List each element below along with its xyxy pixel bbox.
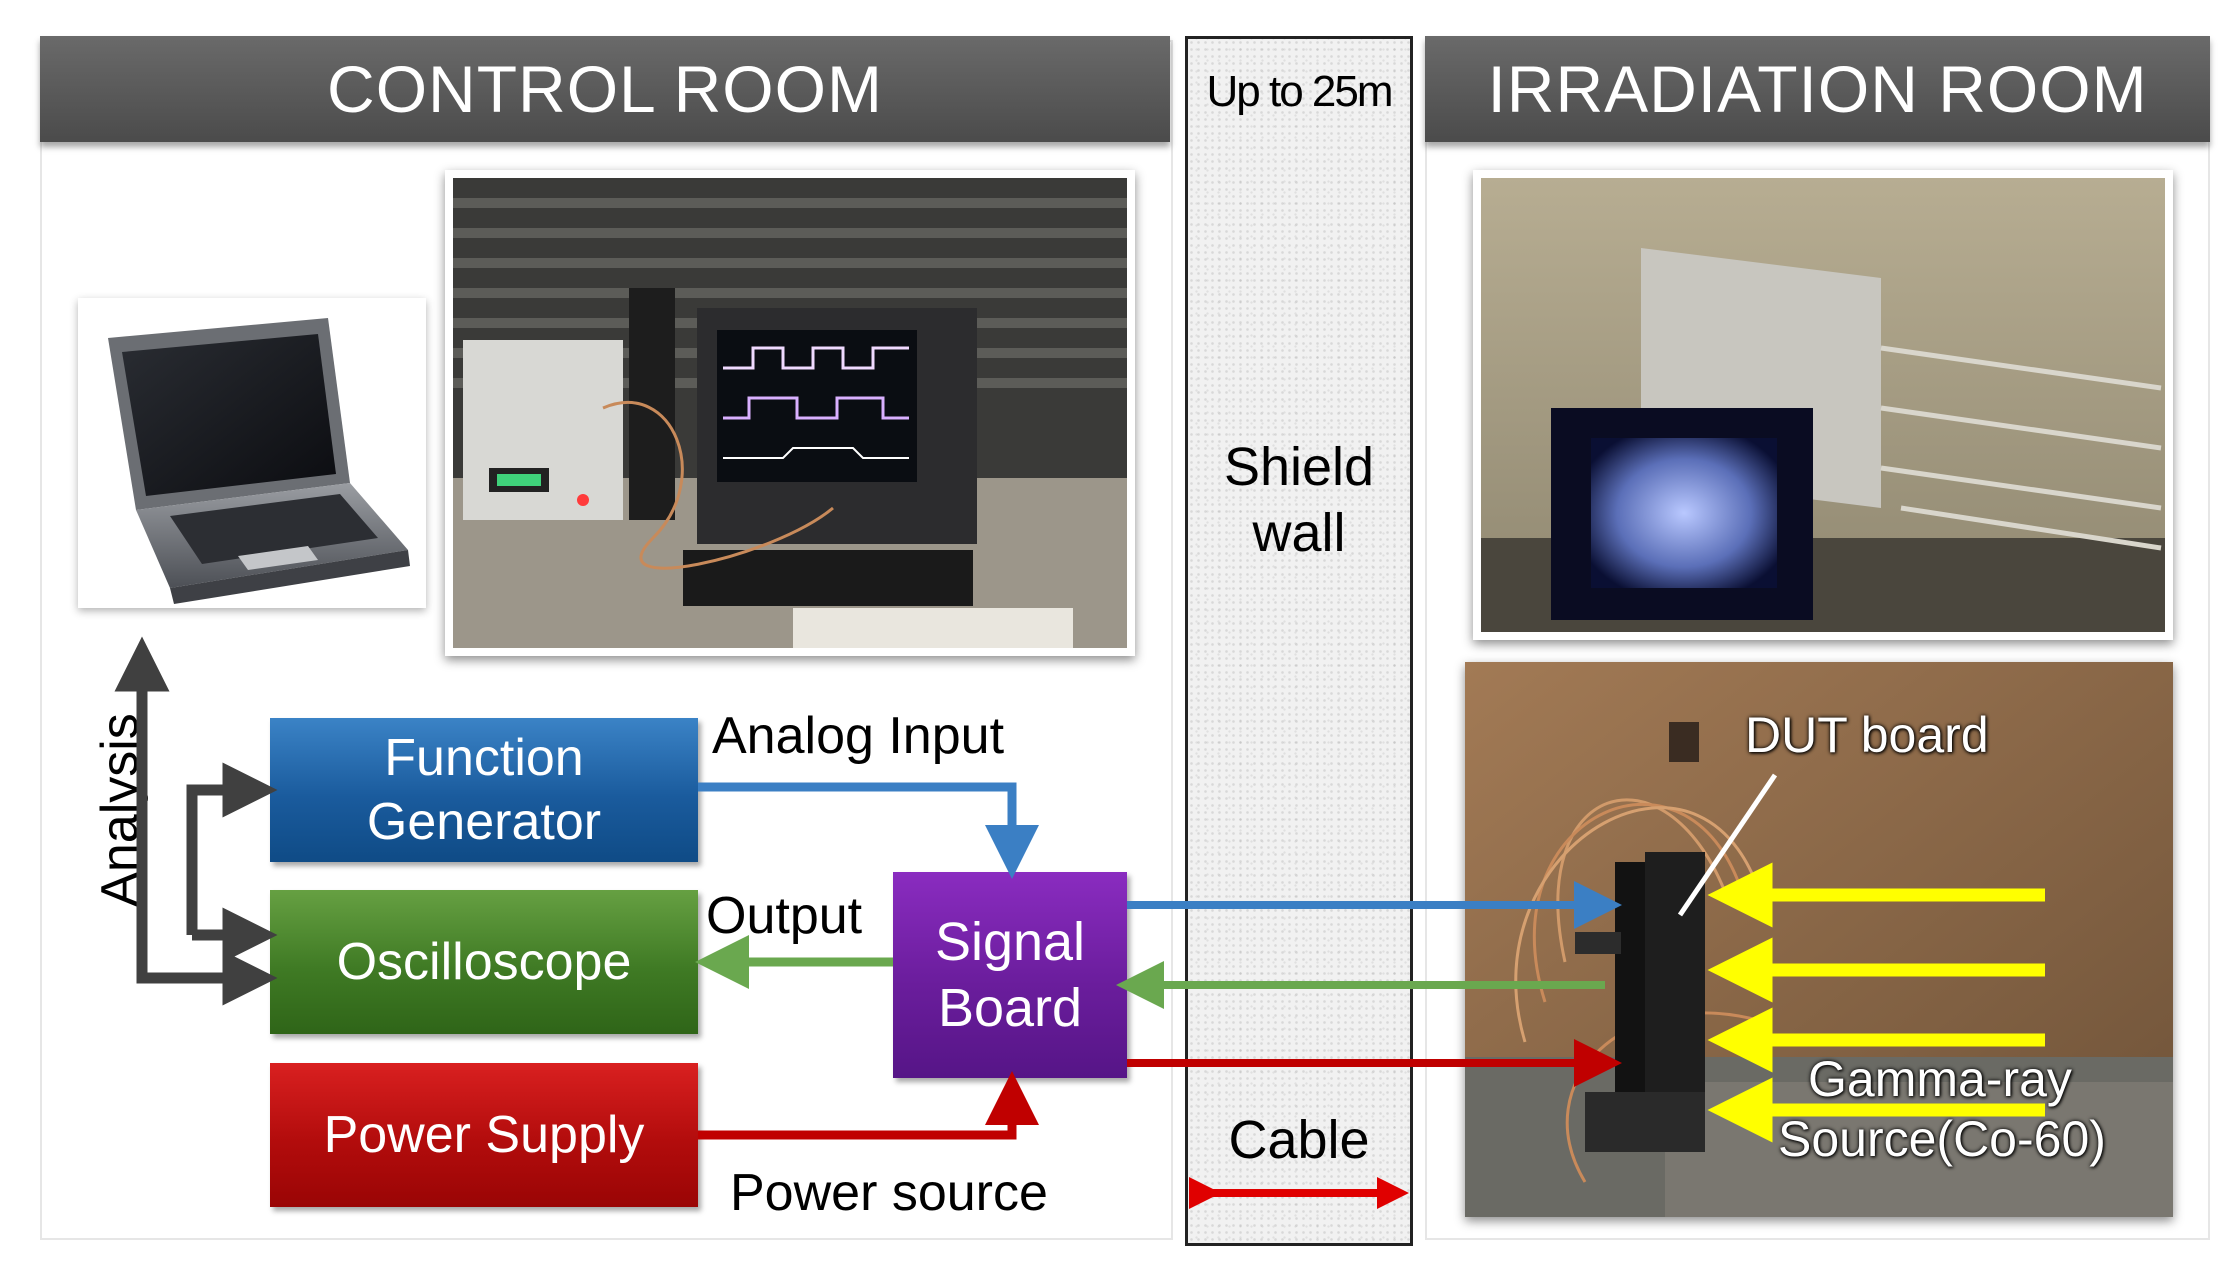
shield-wall-label: Shield wall [1188,434,1410,566]
irradiation-room-photo [1473,170,2173,640]
function-generator-block: Function Generator [270,718,698,862]
dut-board-photo [1465,662,2173,1217]
dut-board-label: DUT board [1745,707,1989,763]
distance-label: Up to 25m [1206,67,1394,116]
analysis-arrows [114,636,278,1006]
equipment-image [453,178,1127,648]
power-source-label: Power source [730,1164,1048,1222]
laptop-photo [78,298,426,608]
analog-input-arrow [698,782,1039,879]
signal-board-line-1: Signal [934,912,1086,972]
oscilloscope-block: Oscilloscope [270,890,698,1034]
shield-wall-line-2: wall [1252,503,1346,563]
power-supply-block: Power Supply [270,1063,698,1207]
gamma-ray-arrows [1707,862,2045,1143]
irradiation-room-image [1481,178,2165,632]
source-label: Source(Co-60) [1778,1111,2106,1167]
control-room-equipment-photo [445,170,1135,656]
control-room-header: CONTROL ROOM [40,36,1170,142]
power-source-arrow [698,1071,1039,1140]
gamma-ray-label: Gamma-ray [1808,1051,2072,1107]
power-supply-label: Power Supply [323,1106,645,1164]
analog-input-label: Analog Input [712,707,1005,765]
laptop-icon [108,318,410,604]
signal-board-line-2: Board [937,978,1083,1038]
dut-pointer-line [1677,773,1778,917]
shield-wall-line-1: Shield [1223,437,1375,497]
cable-label: Cable [1228,1110,1370,1170]
signal-board-block: Signal Board [893,872,1127,1078]
function-generator-line-2: Generator [366,793,602,851]
dut-board-image [1465,662,2173,1217]
shield-wall: Up to 25m Shield wall Cable [1185,36,1413,1246]
function-generator-line-1: Function [384,729,584,787]
oscilloscope-label: Oscilloscope [336,933,632,991]
irradiation-room-header: IRRADIATION ROOM [1425,36,2210,142]
